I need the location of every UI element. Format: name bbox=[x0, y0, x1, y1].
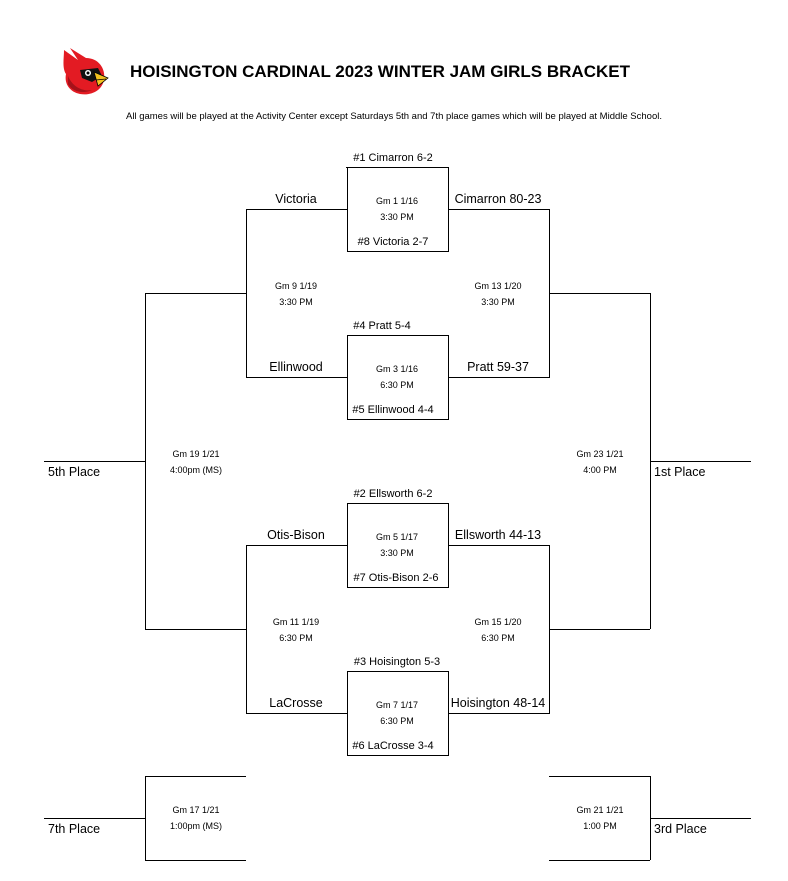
ellinwood-line bbox=[246, 377, 347, 378]
game-17-label: Gm 17 1/21 bbox=[172, 805, 220, 815]
game-11-time: 6:30 PM bbox=[279, 633, 313, 643]
game-11-bracket bbox=[246, 545, 247, 713]
game-23-time: 4:00 PM bbox=[583, 465, 617, 475]
lacrosse-line bbox=[246, 713, 347, 714]
hoisington-line bbox=[449, 713, 550, 714]
fifth-place-line bbox=[44, 461, 145, 462]
page-subtitle: All games will be played at the Activity… bbox=[126, 111, 662, 122]
seed-lacrosse: #6 LaCrosse 3-4 bbox=[352, 740, 434, 752]
seed-ellinwood: #5 Ellinwood 4-4 bbox=[352, 404, 434, 416]
game-9-label: Gm 9 1/19 bbox=[274, 281, 318, 291]
game-23-label: Gm 23 1/21 bbox=[576, 449, 624, 459]
game-1-info: Gm 1 1/16 3:30 PM bbox=[337, 193, 457, 225]
team-victoria: Victoria bbox=[275, 192, 317, 206]
cimarron-line bbox=[449, 209, 550, 210]
game-17-time: 1:00pm (MS) bbox=[169, 821, 222, 831]
team-hoisington: Hoisington 48-14 bbox=[450, 696, 546, 710]
game-5-box bbox=[347, 503, 449, 588]
first-place-label: 1st Place bbox=[654, 465, 706, 479]
third-place-label: 3rd Place bbox=[654, 822, 707, 836]
game-5-info: Gm 5 1/17 3:30 PM bbox=[337, 529, 457, 561]
seventh-place-label: 7th Place bbox=[48, 822, 101, 836]
game-7-box bbox=[347, 671, 449, 756]
game-21-top-line bbox=[549, 776, 650, 777]
game-21-time: 1:00 PM bbox=[583, 821, 617, 831]
third-place-line bbox=[650, 818, 751, 819]
game-19-info: Gm 19 1/21 4:00pm (MS) bbox=[136, 446, 256, 478]
game-1-top-line bbox=[346, 167, 449, 168]
game-1-label: Gm 1 1/16 bbox=[375, 196, 419, 206]
team-pratt: Pratt 59-37 bbox=[467, 360, 529, 374]
game-9-info: Gm 9 1/19 3:30 PM bbox=[236, 278, 356, 310]
game-15-info: Gm 15 1/20 6:30 PM bbox=[438, 614, 558, 646]
first-place-line bbox=[650, 461, 751, 462]
game-9-time: 3:30 PM bbox=[279, 297, 313, 307]
seventh-place-line bbox=[44, 818, 145, 819]
team-ellinwood: Ellinwood bbox=[269, 360, 323, 374]
game-17-bottom-line bbox=[145, 860, 246, 861]
game-15-time: 6:30 PM bbox=[481, 633, 515, 643]
game-11-info: Gm 11 1/19 6:30 PM bbox=[236, 614, 356, 646]
game-3-box bbox=[347, 335, 449, 420]
game-9-bracket bbox=[246, 209, 247, 377]
team-lacrosse: LaCrosse bbox=[269, 696, 323, 710]
game-15-label: Gm 15 1/20 bbox=[474, 617, 522, 627]
game-11-label: Gm 11 1/19 bbox=[272, 617, 320, 627]
game-19-time: 4:00pm (MS) bbox=[169, 465, 222, 475]
game-7-info: Gm 7 1/17 6:30 PM bbox=[337, 697, 457, 729]
game-1-time: 3:30 PM bbox=[380, 212, 414, 222]
seed-hoisington: #3 Hoisington 5-3 bbox=[353, 656, 441, 668]
game-5-label: Gm 5 1/17 bbox=[375, 532, 419, 542]
game-1-box bbox=[347, 167, 449, 252]
ellsworth-line bbox=[449, 545, 550, 546]
game-21-bottom-line bbox=[549, 860, 650, 861]
game-9-loser-line bbox=[145, 293, 246, 294]
cardinal-logo-icon bbox=[63, 48, 109, 95]
fifth-place-label: 5th Place bbox=[48, 465, 101, 479]
pratt-line bbox=[449, 377, 550, 378]
otis-bison-line bbox=[246, 545, 347, 546]
game-19-label: Gm 19 1/21 bbox=[172, 449, 220, 459]
game-3-time: 6:30 PM bbox=[380, 380, 414, 390]
game-3-info: Gm 3 1/16 6:30 PM bbox=[337, 361, 457, 393]
seed-pratt: #4 Pratt 5-4 bbox=[353, 320, 411, 332]
game-13-info: Gm 13 1/20 3:30 PM bbox=[438, 278, 558, 310]
game-19-bracket bbox=[145, 293, 146, 629]
game-17-top-line bbox=[145, 776, 246, 777]
game-13-label: Gm 13 1/20 bbox=[474, 281, 522, 291]
seed-otis-bison: #7 Otis-Bison 2-6 bbox=[353, 572, 439, 584]
victoria-line bbox=[246, 209, 347, 210]
seed-ellsworth: #2 Ellsworth 6-2 bbox=[353, 488, 433, 500]
game-11-loser-line bbox=[145, 629, 246, 630]
game-21-info: Gm 21 1/21 1:00 PM bbox=[540, 802, 660, 834]
game-13-winner-line bbox=[549, 293, 650, 294]
team-otis-bison: Otis-Bison bbox=[267, 528, 325, 542]
game-3-label: Gm 3 1/16 bbox=[375, 364, 419, 374]
game-7-time: 6:30 PM bbox=[380, 716, 414, 726]
team-cimarron: Cimarron 80-23 bbox=[454, 192, 542, 206]
game-17-bracket bbox=[145, 776, 146, 860]
game-13-time: 3:30 PM bbox=[481, 297, 515, 307]
game-15-winner-line bbox=[549, 629, 650, 630]
team-ellsworth: Ellsworth 44-13 bbox=[454, 528, 542, 542]
game-21-label: Gm 21 1/21 bbox=[576, 805, 624, 815]
game-7-label: Gm 7 1/17 bbox=[375, 700, 419, 710]
game-17-info: Gm 17 1/21 1:00pm (MS) bbox=[136, 802, 256, 834]
page-title: HOISINGTON CARDINAL 2023 WINTER JAM GIRL… bbox=[130, 62, 630, 81]
game-23-info: Gm 23 1/21 4:00 PM bbox=[540, 446, 660, 478]
seed-cimarron: #1 Cimarron 6-2 bbox=[353, 152, 433, 164]
seed-victoria: #8 Victoria 2-7 bbox=[357, 236, 429, 248]
game-5-time: 3:30 PM bbox=[380, 548, 414, 558]
